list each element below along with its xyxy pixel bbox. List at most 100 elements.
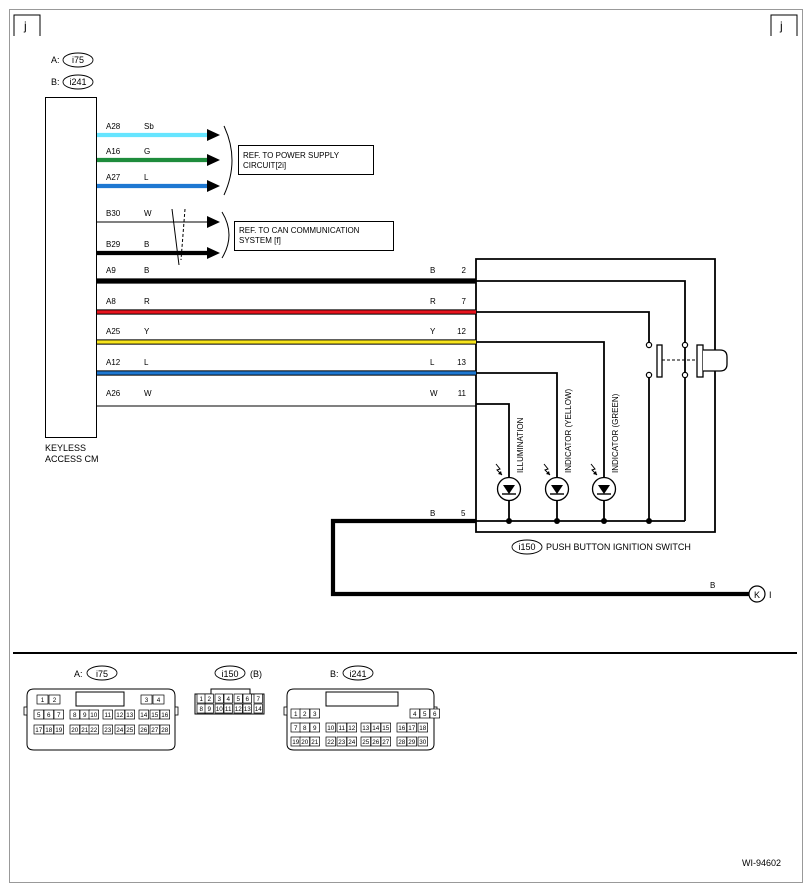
pin-i75: 18 (45, 727, 53, 734)
pin-i241-cell (419, 708, 430, 719)
wire-pin: B30 (106, 209, 121, 218)
wire-color: W (144, 209, 152, 218)
connector-a-prefix: A: (51, 55, 60, 65)
arrow-icon (207, 129, 220, 141)
pin-i241: 11 (339, 725, 346, 732)
switch-wire-pin: 13 (457, 358, 466, 367)
pin-i241-cell (409, 708, 420, 719)
pin-i241: 15 (382, 725, 390, 732)
switch-wire-pin: 12 (457, 327, 466, 336)
pin-i241-cell (380, 722, 391, 733)
pin-i241-cell (325, 722, 336, 733)
pin-i150: 4 (226, 696, 230, 703)
connector-i241-latch-left (283, 706, 288, 716)
pin-i241: 14 (372, 725, 380, 732)
pin-i150-cell (233, 703, 243, 714)
pin-i241: 3 (313, 711, 317, 718)
pin-i75: 12 (116, 712, 124, 719)
pin-i241-cell (336, 722, 347, 733)
pin-i75-cell (43, 709, 54, 720)
wire-pin: A9 (106, 266, 116, 275)
pin-i241-cell (336, 736, 347, 747)
pin-i75: 17 (35, 727, 43, 734)
pin-i241-cell (406, 722, 417, 733)
wire-color: L (144, 358, 149, 367)
pin-i150-cell (214, 693, 224, 704)
pin-i75: 24 (116, 727, 124, 734)
pin-i241: 27 (382, 739, 390, 746)
pin-i75: 27 (151, 727, 159, 734)
ground-point-suffix: I (769, 590, 772, 600)
pin-i150-cell (253, 693, 263, 704)
pin-i150: 11 (225, 706, 232, 713)
arrow-icon (207, 216, 220, 228)
pin-i241-cell (370, 722, 381, 733)
arrow-icon (207, 180, 220, 192)
power-ref-line-1: REF. TO POWER SUPPLY (243, 151, 340, 160)
pin-i241-cell (309, 736, 320, 747)
pin-i75: 15 (151, 712, 159, 719)
led-label: INDICATOR (YELLOW) (564, 389, 573, 473)
wire-pin: A12 (106, 358, 121, 367)
pin-i241-cell (406, 736, 417, 747)
pin-i75: 7 (57, 712, 61, 719)
switch-wire-pin: 2 (462, 266, 467, 275)
wire-break-mark-dashed (180, 208, 186, 261)
led-label: INDICATOR (GREEN) (611, 393, 620, 473)
wire-pin: A16 (106, 147, 121, 156)
arrow-icon (207, 154, 220, 166)
pin-i75: 4 (157, 697, 161, 704)
pin-i75-cell (88, 724, 99, 735)
pin-i75-cell (88, 709, 99, 720)
corner-mark-left-label: j (23, 19, 27, 33)
pin-i150: 6 (245, 696, 249, 703)
can-ref-box (234, 221, 394, 251)
pin-i150-cell (223, 693, 233, 704)
wire-pin: A25 (106, 327, 121, 336)
pin-i75: 1 (41, 697, 45, 704)
connector-a-badge (62, 52, 94, 68)
connector-i75-key (75, 691, 125, 707)
pin-i241: 6 (433, 711, 437, 718)
pin-i241: 7 (294, 725, 298, 732)
wire-color: B (144, 266, 149, 275)
pin-i75: 14 (140, 712, 148, 719)
pin-i75-cell (159, 709, 170, 720)
pin-i75: 25 (126, 727, 134, 734)
power-ref-line-2: CIRCUIT[2i] (243, 161, 286, 170)
pin-i75-cell (43, 724, 54, 735)
legend-b-badge (342, 665, 374, 681)
pin-i241: 4 (413, 711, 417, 718)
wire-color: W (144, 389, 152, 398)
connector-b-prefix: B: (51, 77, 60, 87)
junction-dots (506, 518, 652, 524)
pin-i241: 8 (303, 725, 307, 732)
legend-a-id: i75 (96, 669, 108, 679)
pin-i241-cell (360, 722, 371, 733)
connector-i75-outline (26, 688, 176, 751)
pin-i241: 12 (348, 725, 356, 732)
pin-i75: 23 (104, 727, 112, 734)
pin-i75-cell (152, 694, 165, 705)
switch-wire-color: W (430, 389, 438, 398)
pin-i241-cell (396, 736, 407, 747)
pin-i150-cell (242, 703, 252, 714)
ground-wire (330, 518, 749, 597)
pin-i75-cell (149, 724, 160, 735)
wire-color: B (144, 240, 149, 249)
pin-i241: 18 (419, 725, 427, 732)
switch-id-badge (511, 539, 543, 555)
pin-i75-cell (69, 724, 80, 735)
connector-i241-key (325, 691, 399, 707)
pin-i241: 25 (362, 739, 370, 746)
led-3: INDICATOR (GREEN) (590, 393, 620, 502)
ground-point-icon (748, 585, 766, 603)
keyless-access-cm-box (45, 97, 97, 438)
pin-i241-cell (309, 708, 320, 719)
pin-i75-cell (36, 694, 49, 705)
pin-i241-cell (429, 708, 440, 719)
